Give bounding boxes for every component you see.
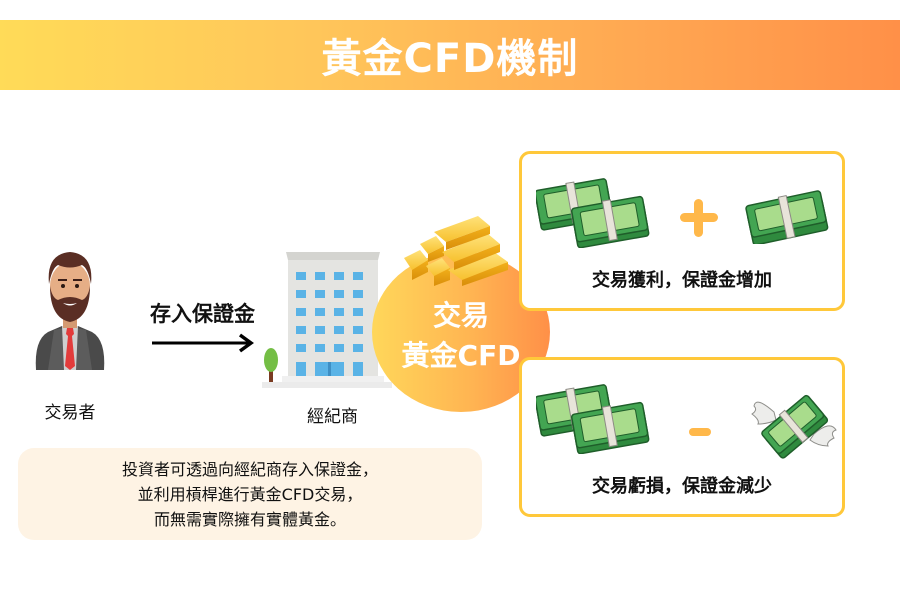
loss-outcome-box: 交易虧損，保證金減少 bbox=[519, 357, 845, 517]
money-stacks-icon bbox=[534, 176, 651, 249]
trader-label: 交易者 bbox=[44, 403, 96, 423]
profit-outcome-box: 交易獲利，保證金增加 bbox=[519, 151, 845, 311]
caption-line-1: 投資者可透過向經紀商存入保證金， bbox=[121, 459, 378, 479]
arrow-right-icon bbox=[152, 333, 257, 353]
caption-line-2: 並利用槓桿進行黃金CFD交易， bbox=[137, 484, 363, 504]
gold-bars-icon bbox=[398, 214, 514, 286]
loss-outcome-text: 交易虧損，保證金減少 bbox=[592, 476, 772, 497]
businessman-icon bbox=[30, 248, 110, 373]
money-stack-icon bbox=[744, 184, 829, 246]
deposit-label: 存入保證金 bbox=[150, 302, 255, 326]
office-building-icon bbox=[262, 250, 392, 390]
broker-label: 經紀商 bbox=[307, 407, 358, 427]
circle-line-1: 交易 bbox=[432, 299, 489, 332]
caption-line-3: 而無需實際擁有實體黃金。 bbox=[153, 509, 346, 529]
plus-icon bbox=[680, 199, 718, 237]
header-banner: 黃金CFD機制 bbox=[0, 20, 900, 90]
caption-box: 投資者可透過向經紀商存入保證金， 並利用槓桿進行黃金CFD交易， 而無需實際擁有… bbox=[18, 448, 482, 540]
flying-money-icon bbox=[750, 390, 838, 460]
profit-outcome-text: 交易獲利，保證金增加 bbox=[592, 270, 772, 291]
money-stacks-icon bbox=[534, 382, 651, 455]
minus-icon bbox=[689, 428, 711, 436]
circle-line-2: 黃金CFD bbox=[401, 339, 521, 372]
page-title: 黃金CFD機制 bbox=[321, 36, 579, 82]
